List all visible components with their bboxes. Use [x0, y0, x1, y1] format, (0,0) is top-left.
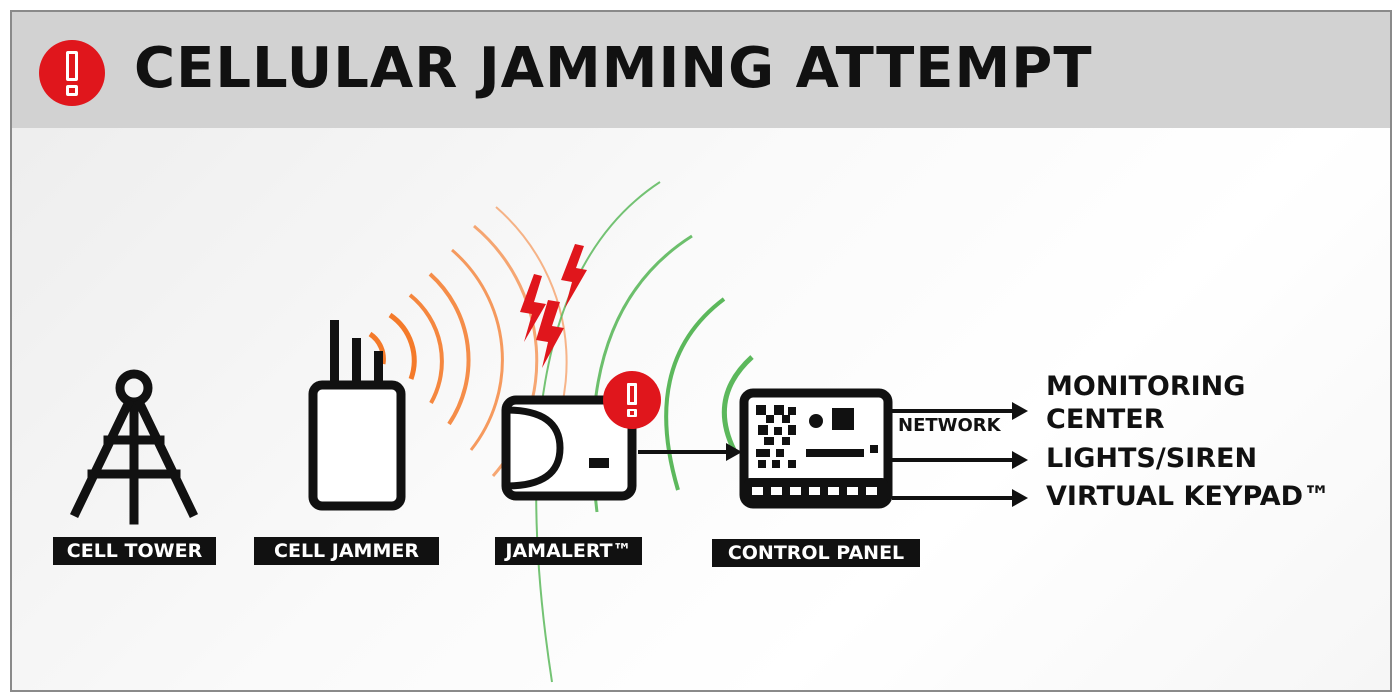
cell-jammer-icon: [308, 320, 406, 511]
output-arrows: [892, 402, 1028, 507]
alert-exclamation-icon: [39, 40, 105, 106]
control-panel-label: CONTROL PANEL: [712, 539, 920, 567]
monitoring-center-label-line1: MONITORING: [1046, 371, 1246, 402]
title-bar: CELLULAR JAMMING ATTEMPT: [12, 12, 1390, 128]
page-title: CELLULAR JAMMING ATTEMPT: [134, 36, 1093, 101]
cell-tower-icon: [69, 369, 199, 525]
virtual-keypad-label: VIRTUAL KEYPAD™: [1046, 481, 1331, 512]
jamalert-alert-icon: [603, 371, 661, 429]
cell-tower-label: CELL TOWER: [53, 537, 216, 565]
diagram-frame: CELLULAR JAMMING ATTEMPT: [10, 10, 1392, 692]
jamalert-label: JAMALERT™: [495, 537, 642, 565]
control-panel-icon: [739, 388, 893, 509]
lights-siren-label: LIGHTS/SIREN: [1046, 443, 1258, 474]
cell-jammer-label: CELL JAMMER: [254, 537, 439, 565]
network-label: NETWORK: [898, 415, 1001, 436]
lightning-bolt-icon: [520, 244, 587, 368]
jamming-diagram: [69, 181, 1028, 683]
jamalert-device-icon: [501, 395, 637, 501]
monitoring-center-label-line2: CENTER: [1046, 404, 1165, 435]
jamalert-to-panel-arrow: [638, 443, 742, 461]
